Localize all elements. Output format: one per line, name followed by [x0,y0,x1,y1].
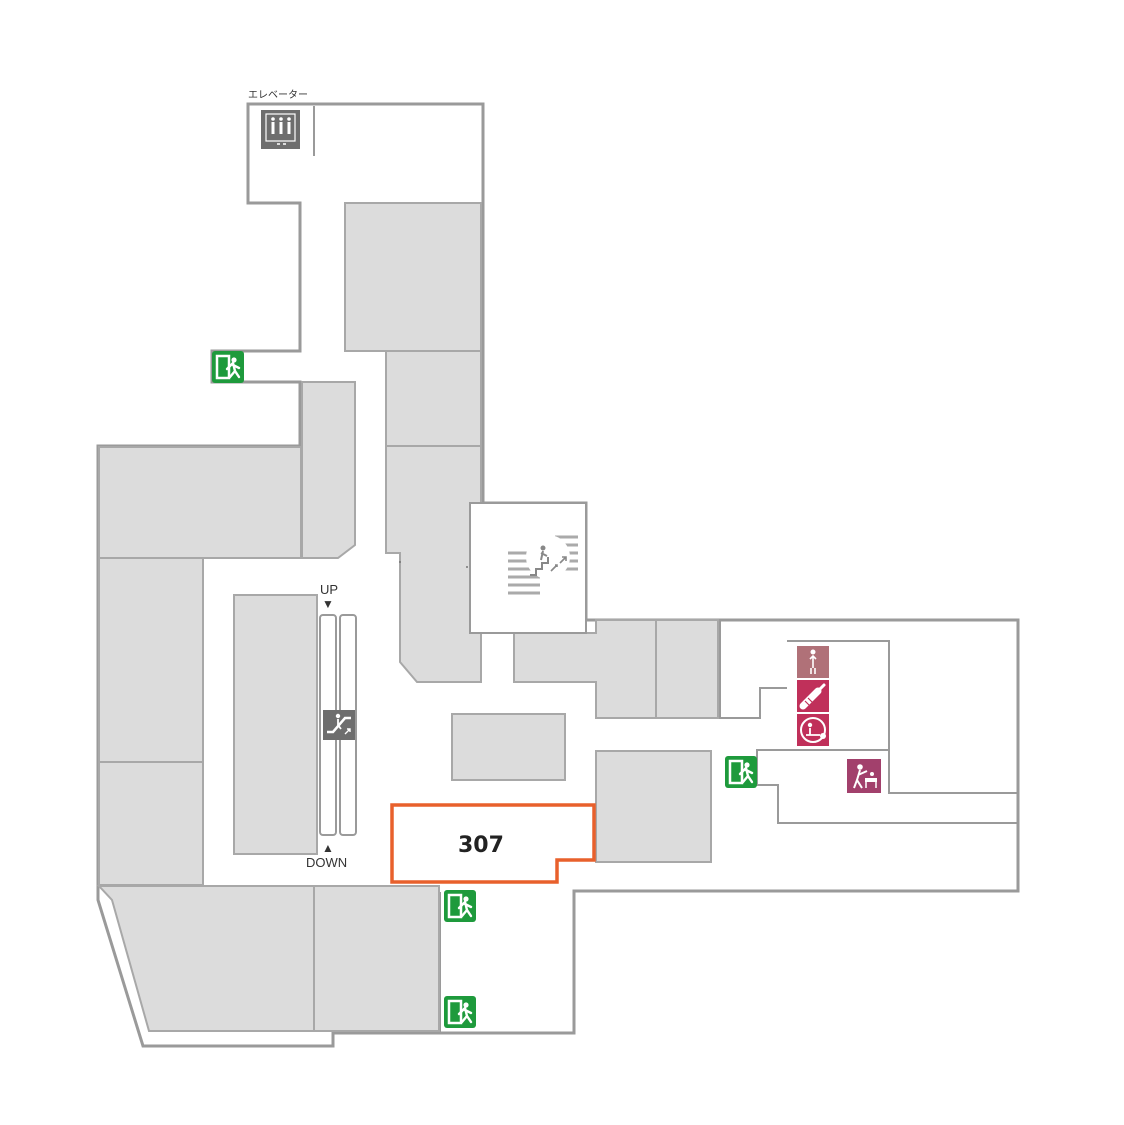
highlighted-store-307[interactable] [390,803,596,884]
shop-block[interactable] [233,594,318,855]
map-dot [466,566,468,568]
map-dot [399,561,401,563]
shop-block[interactable] [98,761,204,886]
shop-block[interactable] [451,713,566,781]
emergency-exit-icon [723,754,759,790]
elevator-icon[interactable] [261,110,300,149]
shop-block[interactable] [344,202,482,352]
shop-block[interactable] [595,750,712,863]
store-number: 307 [458,833,504,858]
elevator-label: エレベーター [248,89,308,101]
shop-block[interactable] [301,381,356,559]
escalator-up-arrow: ▼ [322,597,334,611]
emergency-exit-icon [210,349,246,385]
shop-block[interactable] [98,557,204,763]
diaper-change-icon [847,759,881,793]
ostomate-icon [797,714,829,746]
emergency-exit-icon [442,888,478,924]
escalator-down-arrow: ▲ [322,841,334,855]
stairs-icon [508,535,578,595]
escalator-up-label: UP [320,582,338,597]
escalator-icon [323,710,355,740]
shop-block[interactable] [655,619,719,719]
shop-block[interactable] [385,445,482,683]
wall-upper-right [719,620,787,719]
shop-block[interactable] [385,350,482,447]
escalator-down-label: DOWN [306,855,347,870]
shop-block[interactable] [313,885,440,1032]
shop-block[interactable] [98,446,302,559]
shop-block[interactable] [96,885,315,1032]
nursing-bottle-icon [797,680,829,712]
emergency-exit-icon [442,994,478,1030]
restroom-icon [797,646,829,678]
